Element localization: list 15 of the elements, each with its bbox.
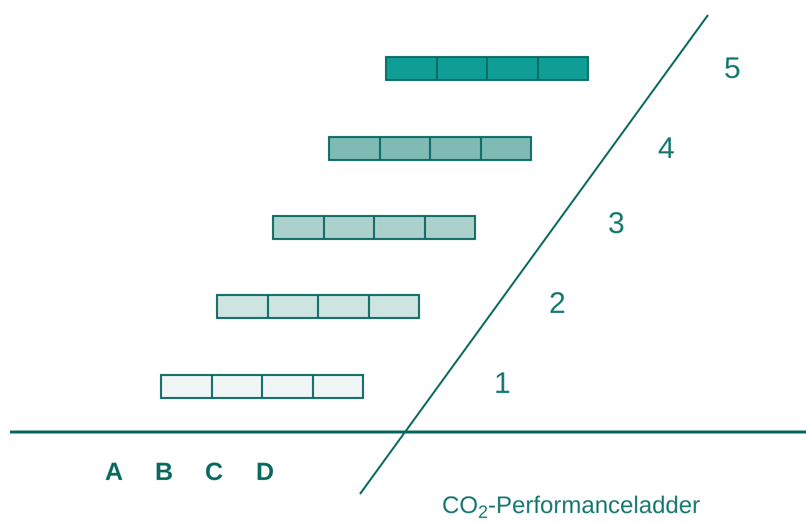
- ladder-bar: [328, 136, 532, 161]
- ladder-bar: [216, 294, 420, 319]
- column-letter: C: [205, 460, 224, 485]
- column-letter: A: [105, 460, 124, 485]
- caption: CO$_{2}$-Performanceladder: [442, 494, 700, 518]
- level-number: 5: [724, 54, 741, 84]
- level-number: 4: [658, 134, 675, 164]
- ladder-bar: [385, 56, 589, 81]
- level-number: 1: [494, 369, 511, 399]
- column-letter: D: [256, 460, 274, 485]
- ladder-bar: [160, 374, 364, 399]
- ladder-bar: [272, 215, 476, 240]
- level-number: 2: [549, 289, 566, 319]
- level-number: 3: [608, 209, 625, 239]
- column-letter: B: [155, 460, 174, 485]
